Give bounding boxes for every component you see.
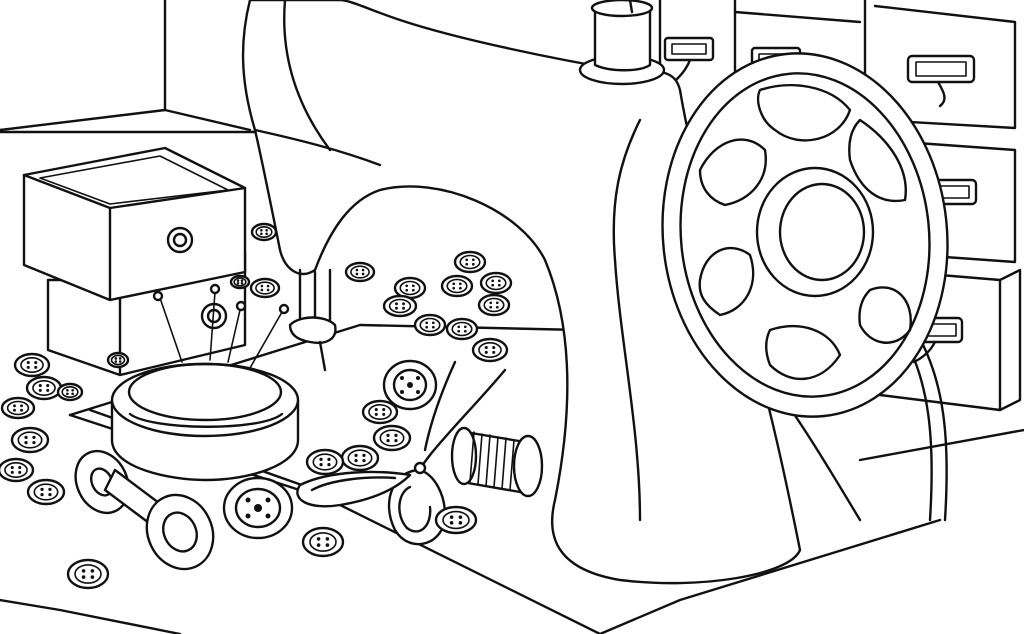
sewing-button [340,444,380,472]
top-thread-spool [578,0,666,86]
sewing-button [250,222,278,242]
sewing-button [372,424,412,452]
pincushion [110,283,300,482]
sewing-button [413,313,447,337]
sewing-button [393,276,427,300]
buttons [0,222,513,590]
sewing-button [56,382,84,402]
bobbin [382,359,438,411]
sewing-button [344,261,376,283]
handwheel [661,52,949,418]
sewing-button [382,294,418,318]
scissors [296,360,507,546]
sewing-button [0,396,36,420]
sewing-button [106,351,130,369]
pins [152,283,290,369]
thread-reel [74,449,215,571]
sewing-button [229,274,251,290]
sewing-button [25,375,63,401]
sewing-button [477,293,511,317]
handwheel-hub [755,166,875,298]
sewing-button [66,558,110,590]
needle-bar [288,268,337,372]
sewing-button [361,399,399,425]
sewing-button [13,352,51,378]
drawer-handle [906,54,976,108]
sewing-machine [68,0,948,634]
drawer-knob [166,226,194,254]
sewing-button [0,457,35,483]
sewing-button [471,337,509,363]
sewing-button [434,505,478,535]
sewing-button [26,478,66,506]
sewing-button [440,274,474,298]
sewing-button [479,271,513,295]
drawer-handle [663,36,715,82]
open-drawer-box [22,146,247,377]
sewing-button [10,426,50,454]
bobbin [222,476,294,540]
sewing-button [249,277,281,299]
sewing-button [445,317,479,341]
thread-spool [450,426,544,498]
sewing-button [453,250,487,274]
sewing-button [301,526,345,558]
sewing-button [305,448,345,476]
